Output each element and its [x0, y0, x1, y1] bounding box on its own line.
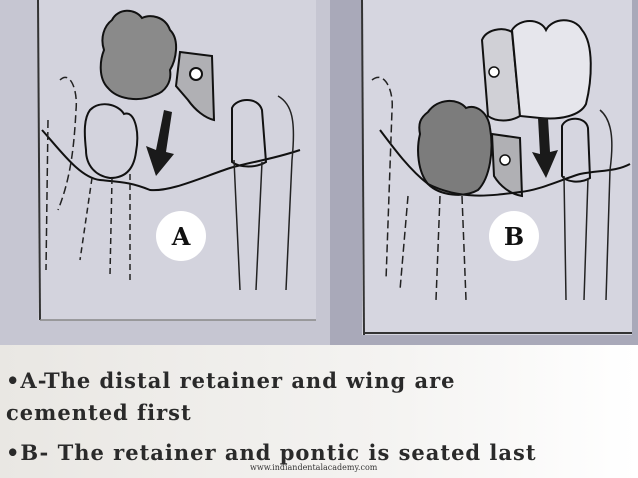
caption-line-b: •B- The retainer and pontic is seated la… [6, 440, 537, 465]
watermark-text: www.indiandentalacademy.com [250, 463, 378, 472]
arrow-b [532, 118, 558, 178]
figure-label-b: B [489, 211, 539, 261]
caption-area [0, 345, 638, 478]
caption-line-a: •A-The distal retainer and wing are [6, 368, 456, 393]
illustration-photo: A B [0, 0, 638, 345]
panel-a [38, 0, 316, 320]
arrow-a [146, 110, 174, 176]
distal-retainer-b [417, 100, 524, 198]
retainer-pontic-b [480, 19, 592, 122]
dental-illustration [37, 0, 638, 345]
caption-line-a-continued: cemented first [6, 400, 192, 425]
figure-label-a: A [156, 211, 206, 261]
distal-retainer-a [99, 9, 216, 122]
